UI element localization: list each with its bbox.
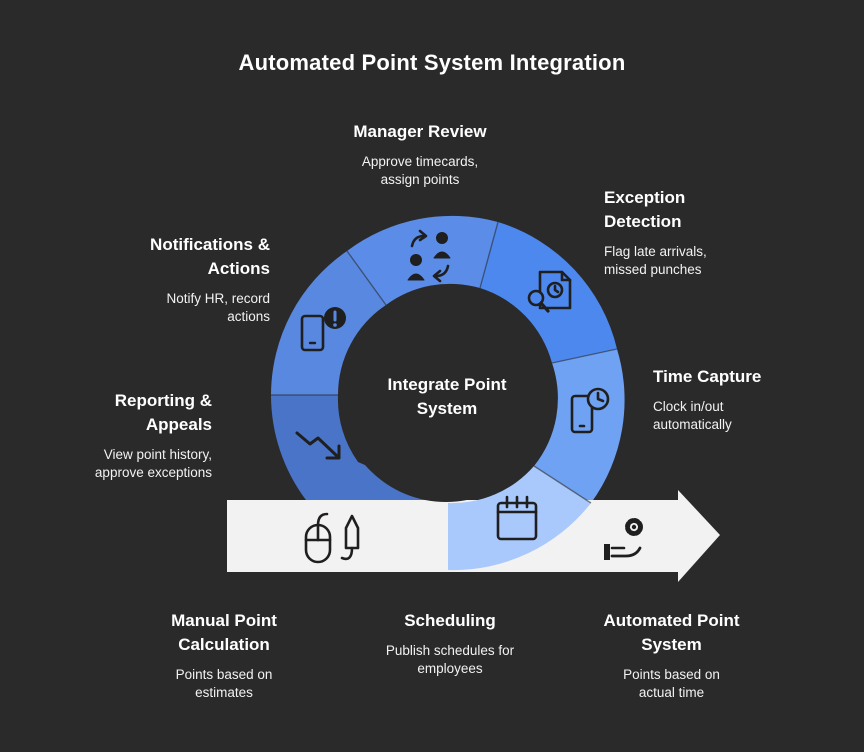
arrow-end-label: Automated Point System Points based on a… xyxy=(592,609,752,702)
stage-reporting-appeals: Reporting & Appeals View point history, … xyxy=(60,389,212,482)
arrow-start-label: Manual Point Calculation Points based on… xyxy=(144,609,304,702)
stage-description: Publish schedules for employees xyxy=(385,643,515,676)
stage-title: Reporting & Appeals xyxy=(114,391,212,434)
stage-exception-detection: Exception Detection Flag late arrivals, … xyxy=(604,186,754,279)
stage-scheduling: Scheduling Publish schedules for employe… xyxy=(360,609,540,678)
ring-segment-scheduling xyxy=(448,466,591,571)
trend-down-icon xyxy=(295,431,341,460)
stage-description: Flag late arrivals, missed punches xyxy=(604,244,707,277)
stage-description: Notify HR, record actions xyxy=(166,291,270,324)
ring-segment-manager-review xyxy=(347,215,498,305)
stage-description: Approve timecards, assign points xyxy=(361,154,479,187)
mobile-alert-icon xyxy=(300,307,346,352)
arrow-end-description: Points based on actual time xyxy=(623,667,720,700)
stage-title: Notifications & Actions xyxy=(150,235,270,278)
stage-manager-review: Manager Review Approve timecards, assign… xyxy=(310,120,530,189)
calendar-icon xyxy=(496,495,538,541)
arrow-end-title: Automated Point System xyxy=(603,611,740,654)
hand-gear-icon xyxy=(604,518,643,560)
stage-description: Clock in/out automatically xyxy=(653,399,732,432)
segment-dividers xyxy=(271,221,618,504)
ring-center xyxy=(339,288,553,502)
diagram-title: Automated Point System Integration xyxy=(238,50,626,75)
people-swap-icon xyxy=(407,229,451,283)
stage-title: Scheduling xyxy=(404,611,496,630)
stage-title: Time Capture xyxy=(653,367,762,386)
arrow-start-title: Manual Point Calculation xyxy=(171,611,277,654)
mobile-clock-icon xyxy=(570,387,610,434)
mouse-pen-icon xyxy=(304,512,360,564)
center-label: Integrate Point System xyxy=(387,375,507,418)
stage-title: Manager Review xyxy=(353,122,487,141)
stage-notifications-actions: Notifications & Actions Notify HR, recor… xyxy=(110,233,270,326)
stage-description: View point history, approve exceptions xyxy=(94,447,212,480)
document-search-icon xyxy=(527,270,572,313)
ring-segment-reporting xyxy=(271,395,446,500)
stage-title: Exception Detection xyxy=(604,188,686,231)
arrow-start-description: Points based on estimates xyxy=(175,667,273,700)
stage-time-capture: Time Capture Clock in/out automatically xyxy=(653,365,803,434)
